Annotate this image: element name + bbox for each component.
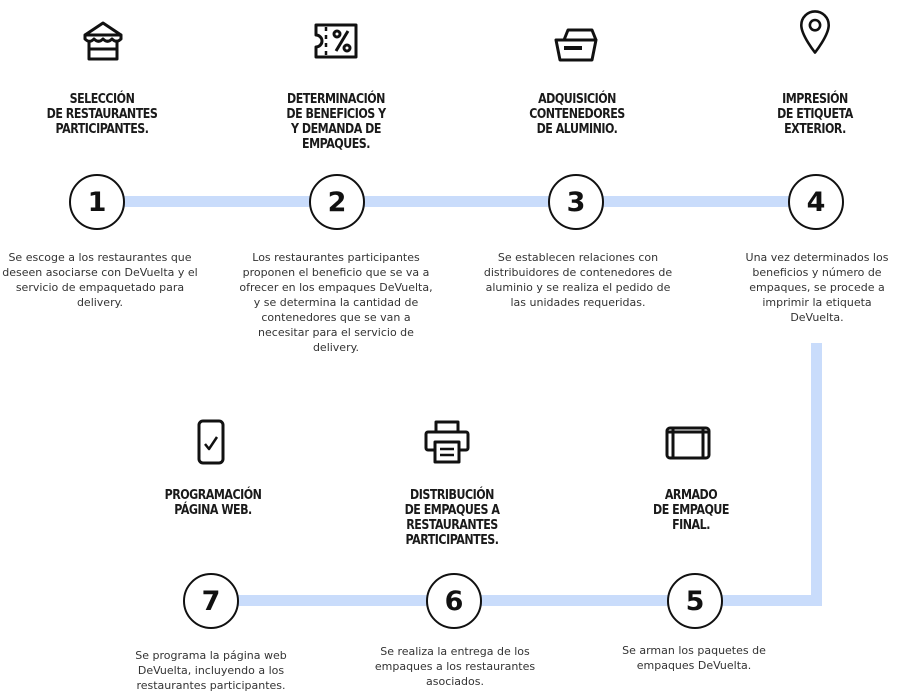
step-description: Una vez determinados los beneficios y nú… [745, 251, 889, 324]
step-number-circle: 7 [183, 573, 239, 629]
discount-ticket-icon [314, 23, 358, 59]
step-number-circle: 3 [548, 174, 604, 230]
step-number: 5 [685, 585, 705, 617]
step-number: 4 [806, 186, 826, 218]
printer-icon [424, 420, 470, 464]
step-description: Los restaurantes participantes proponen … [239, 251, 433, 354]
step-number-circle: 1 [69, 174, 125, 230]
connector-right-vertical [811, 343, 822, 606]
location-pin-icon [800, 10, 831, 54]
step-title: ARMADO DE EMPAQUE FINAL. [653, 487, 729, 533]
store-icon [83, 21, 123, 61]
step-description: Se establecen relaciones con distribuido… [483, 251, 673, 309]
step-number-circle: 4 [788, 174, 844, 230]
step-number-circle: 6 [426, 573, 482, 629]
package-icon [665, 426, 711, 460]
step-description: Se realiza la entrega de los empaques a … [374, 645, 536, 688]
step-description: Se arman los paquetes de empaques DeVuel… [622, 644, 766, 672]
step-number-circle: 5 [667, 573, 723, 629]
step-number: 1 [87, 186, 107, 218]
step-title: ADQUISICIÓN CONTENEDORES DE ALUMINIO. [529, 91, 625, 137]
step-title: SELECCIÓN DE RESTAURANTES PARTICIPANTES. [46, 91, 158, 137]
step-number: 2 [327, 186, 347, 218]
step-description: Se escoge a los restaurantes que deseen … [2, 251, 198, 309]
step-title: DISTRIBUCIÓN DE EMPAQUES A RESTAURANTES … [404, 487, 500, 548]
connector-bottom-row [211, 595, 822, 606]
connector-top-row [96, 196, 820, 207]
step-number: 6 [444, 585, 464, 617]
step-number: 3 [566, 186, 586, 218]
phone-check-icon [197, 419, 225, 465]
step-description: Se programa la página web DeVuelta, incl… [135, 649, 287, 692]
aluminum-container-icon [554, 28, 598, 62]
step-number: 7 [201, 585, 221, 617]
step-title: PROGRAMACIÓN PÁGINA WEB. [164, 487, 262, 518]
step-title: DETERMINACIÓN DE BENEFICIOS Y Y DEMANDA … [286, 91, 386, 152]
step-number-circle: 2 [309, 174, 365, 230]
step-title: IMPRESIÓN DE ETIQUETA EXTERIOR. [777, 91, 853, 137]
